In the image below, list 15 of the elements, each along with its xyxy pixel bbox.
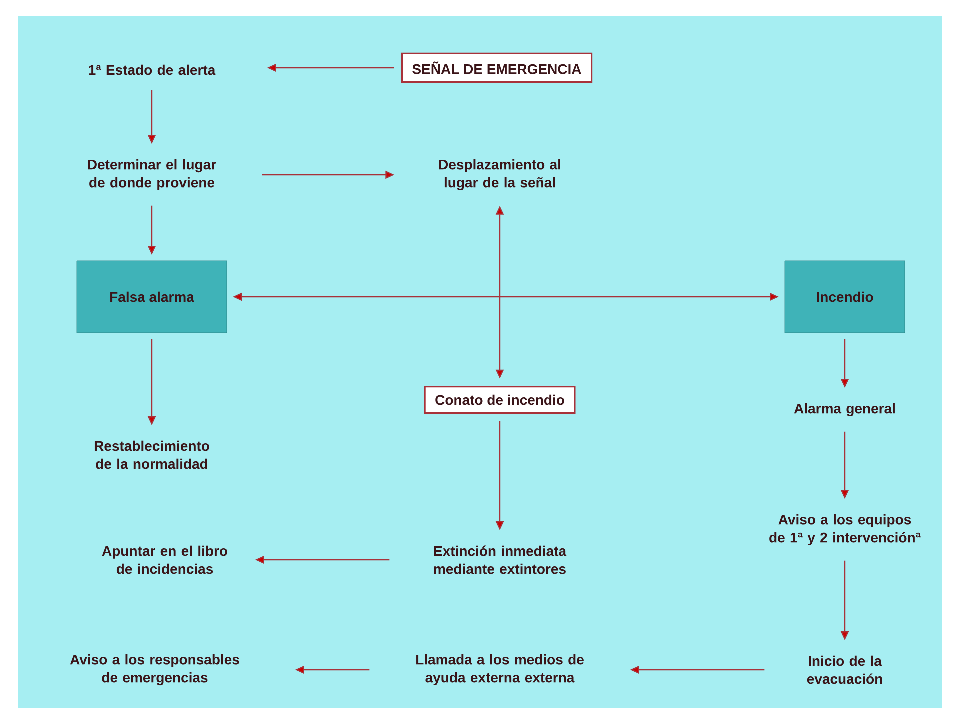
step-text: Inicio de la evacuación (807, 656, 882, 684)
outcome-box: Falsa alarma (76, 260, 228, 334)
step-text: Alarma general (794, 403, 895, 417)
step-text: Restablecimiento de la normalidad (94, 440, 210, 470)
step-text: Aviso a los responsables de emergencias (70, 654, 240, 686)
step-text: Apuntar en el libro de incidencias (102, 546, 228, 574)
step-text: 1ª Estado de alerta (89, 64, 216, 76)
step-text: Llamada a los medios de ayuda externa externa (416, 654, 584, 686)
step-text: Extinción inmediata mediante extintores (434, 546, 567, 574)
step-text: Determinar el lugar de donde proviene (88, 159, 216, 191)
outcome-box: Conato de incendio (424, 386, 576, 414)
title-box: SEÑAL DE EMERGENCIA (401, 52, 593, 84)
step-text: Aviso a los equipos de 1ª y 2 intervenciónª (770, 514, 921, 546)
outcome-box: Incendio (784, 260, 906, 334)
step-text: Desplazamiento al lugar de la señal (439, 159, 560, 191)
